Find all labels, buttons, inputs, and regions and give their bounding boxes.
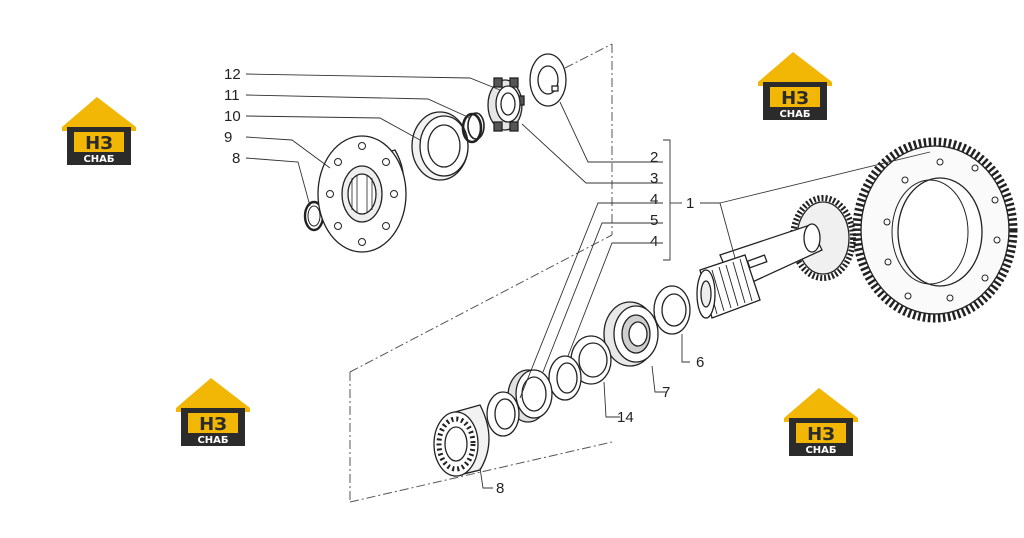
logo-mark: НЗ — [781, 88, 809, 109]
callout-7: 7 — [662, 384, 670, 401]
callout-8-visible: 8 — [496, 480, 504, 497]
watermark-logo-3: НЗ СНАБ — [176, 378, 250, 446]
callout-2: 2 — [650, 149, 658, 166]
callout-labels: 12 11 10 9 8 2 3 4 5 4 1 6 7 14 8 8 — [224, 66, 704, 497]
logo-mark: НЗ — [199, 414, 227, 435]
flange-10 — [317, 135, 407, 253]
watermark-logo-2: НЗ СНАБ — [758, 52, 832, 120]
washer-2 — [529, 53, 567, 107]
bearing-7 — [603, 301, 659, 367]
ring-gear-1 — [852, 137, 1018, 323]
logo-text: СНАБ — [805, 445, 836, 456]
nut-13 — [487, 77, 525, 132]
callout-3: 3 — [650, 170, 658, 187]
callout-9: 8 — [232, 150, 240, 167]
callout-13: 12 — [224, 66, 241, 83]
logo-text: СНАБ — [83, 154, 114, 165]
logo-roof-icon — [758, 52, 832, 86]
ring-4-upper — [548, 355, 582, 401]
logo-text: СНАБ — [779, 109, 810, 120]
callout-1: 1 — [686, 195, 694, 212]
callout-4-upper: 4 — [650, 191, 658, 208]
watermark-logo-1: НЗ СНАБ — [62, 97, 136, 165]
logo-roof-icon — [176, 378, 250, 412]
o-ring-12 — [461, 112, 485, 144]
callout-10: 9 — [224, 129, 232, 146]
logo-mark: НЗ — [85, 133, 113, 154]
seal-11 — [411, 111, 469, 181]
ring-4-lower — [486, 391, 520, 437]
logo-text: СНАБ — [197, 435, 228, 446]
callout-6: 6 — [696, 354, 704, 371]
bearing-cone-8 — [433, 404, 490, 477]
callout-12: 11 — [224, 87, 240, 104]
logo-roof-icon — [62, 97, 136, 131]
pinion-shaft-1 — [696, 195, 856, 319]
callout-14: 14 — [617, 409, 634, 426]
watermark-logo-4: НЗ СНАБ — [784, 388, 858, 456]
leader-lines — [245, 73, 931, 489]
callout-5: 5 — [650, 212, 658, 229]
logo-mark: НЗ — [807, 424, 835, 445]
shim-6 — [653, 285, 691, 335]
logo-roof-icon — [784, 388, 858, 422]
callout-11: 10 — [224, 108, 241, 125]
callout-4-lower: 4 — [650, 233, 658, 250]
